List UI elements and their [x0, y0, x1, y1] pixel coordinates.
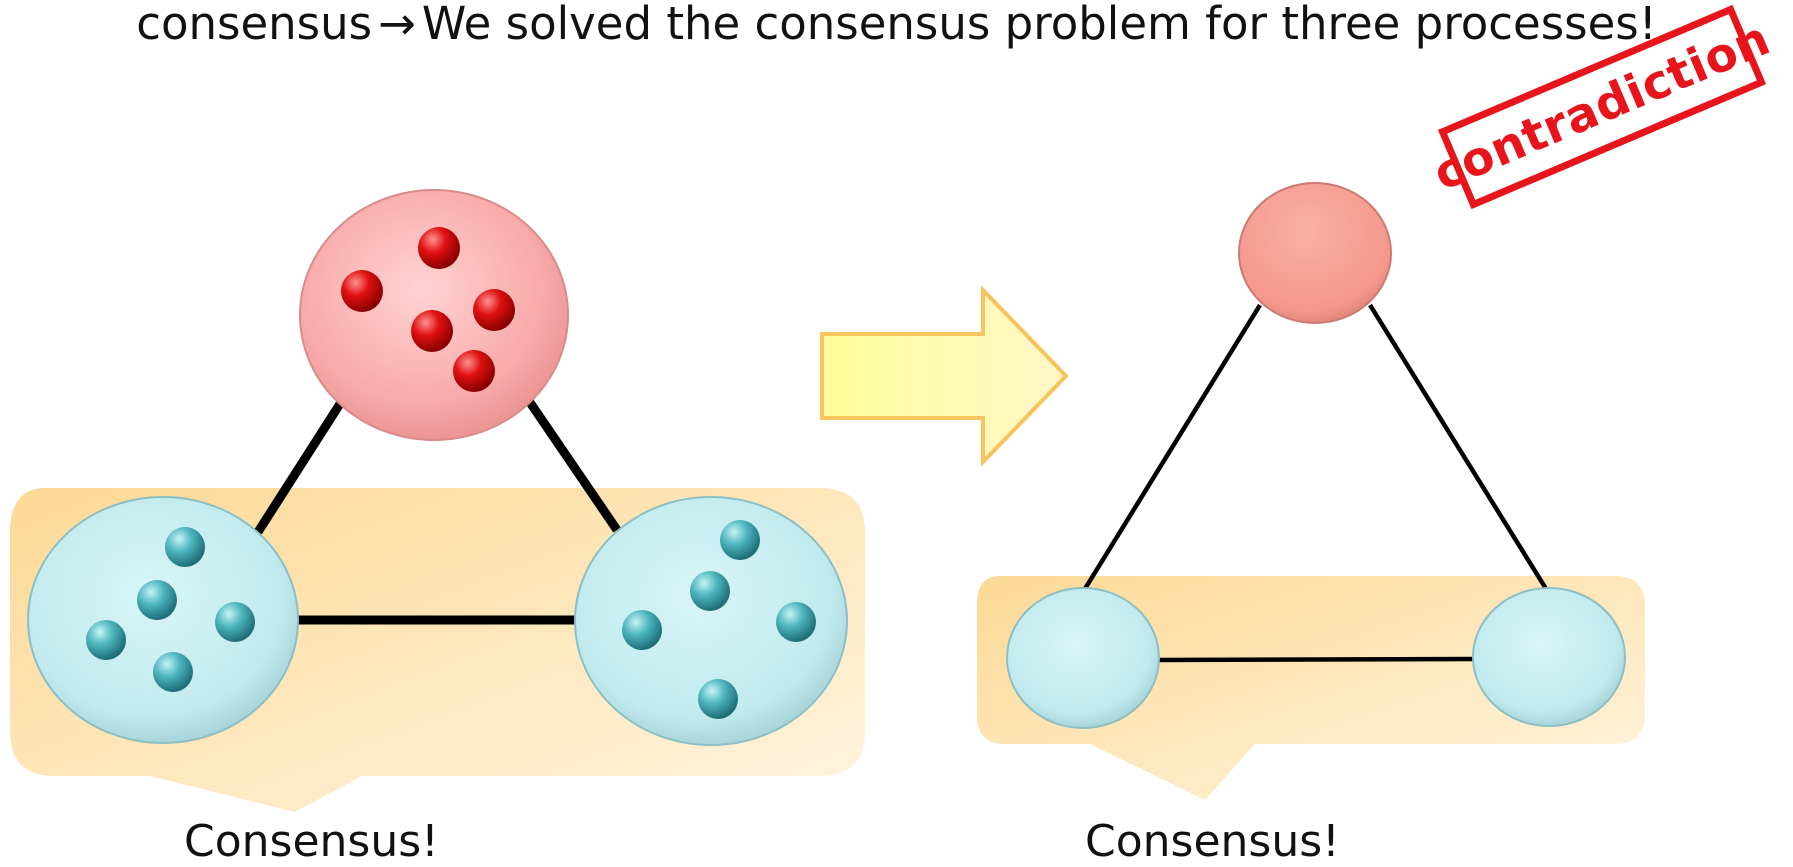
teal-process-dot [86, 620, 126, 660]
right-caption: Consensus! [1085, 816, 1340, 867]
red-process-dot [453, 350, 495, 392]
teal-process-dot [698, 679, 738, 719]
right-cyan-process-node-1 [1006, 587, 1160, 729]
slide-headline: consensus→We solved the consensus proble… [0, 0, 1793, 60]
right-red-process-node [1238, 182, 1392, 324]
block-arrow-icon [820, 285, 1069, 467]
teal-process-dot [776, 602, 816, 642]
right-edge-top-right [1368, 303, 1550, 594]
red-process-dot [411, 310, 453, 352]
right-edge-top-left [1081, 303, 1262, 594]
left-cyan-process-group-2 [574, 496, 848, 746]
left-caption: Consensus! [184, 816, 439, 867]
headline-rest: We solved the consensus problem for thre… [421, 0, 1657, 50]
red-process-dot [341, 270, 383, 312]
red-process-dot [418, 227, 460, 269]
teal-process-dot [215, 602, 255, 642]
teal-process-dot [690, 571, 730, 611]
left-edge-top-left [254, 393, 349, 535]
red-process-dot [473, 289, 515, 331]
teal-process-dot [165, 527, 205, 567]
teal-process-dot [622, 610, 662, 650]
left-edge-top-right [523, 395, 621, 533]
teal-process-dot [153, 652, 193, 692]
right-edge-bottom [1155, 656, 1476, 663]
headline-lead: consensus [136, 0, 373, 50]
teal-process-dot [137, 580, 177, 620]
teal-process-dot [720, 520, 760, 560]
left-cyan-process-group-1 [27, 496, 299, 744]
right-arrow-icon: → [378, 0, 416, 50]
left-red-process-group [299, 189, 569, 441]
right-cyan-process-node-2 [1472, 587, 1626, 727]
